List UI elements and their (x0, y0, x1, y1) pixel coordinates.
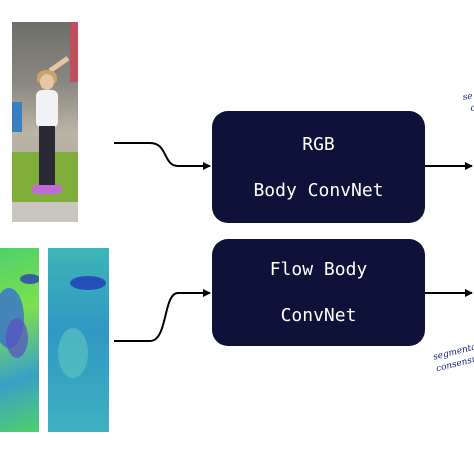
optical-flow-y-image (48, 248, 109, 432)
rgb-box-line2: Body ConvNet (253, 179, 384, 201)
rgb-frame-image (12, 22, 78, 222)
flow-box-line1: Flow Body (269, 259, 368, 280)
flow-box-line2: ConvNet (280, 305, 357, 326)
flow-body-convnet-box: Flow Body ConvNet (212, 239, 425, 346)
annotation-top: se c (462, 90, 474, 115)
rgb-box-line1: RGB (302, 133, 335, 155)
rgb-body-convnet-box: RGB Body ConvNet (212, 111, 425, 223)
annotation-top-line2: c (469, 103, 474, 114)
annotation-bottom: segmenta consensu (432, 341, 474, 375)
optical-flow-x-image (0, 248, 39, 432)
